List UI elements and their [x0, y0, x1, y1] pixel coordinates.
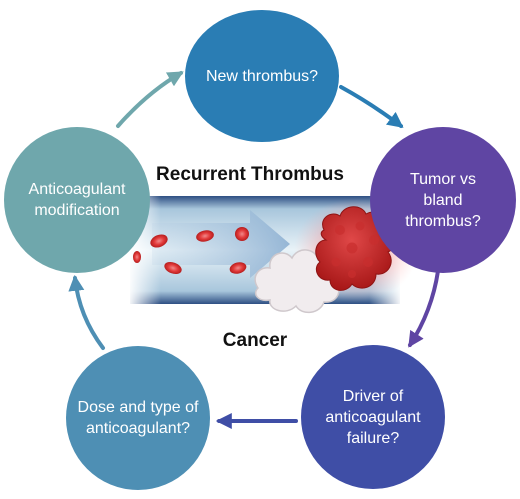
blood-vessel-illustration	[128, 194, 418, 314]
node-label: Tumor vs bland thrombus?	[405, 170, 481, 230]
red-blood-cell-icon	[150, 234, 168, 248]
red-blood-cell-icon	[196, 230, 214, 242]
node-new-thrombus: New thrombus?	[185, 10, 339, 142]
center-subtitle: Cancer	[222, 330, 288, 351]
node-label: Driver of anticoagulant failure?	[325, 387, 421, 447]
node-label: Dose and type of anticoagulant?	[77, 399, 199, 437]
red-blood-cells	[133, 227, 249, 275]
node-driver-of-failure: Driver of anticoagulant failure?	[301, 345, 445, 489]
arrow-top-right	[339, 85, 404, 128]
red-blood-cell-icon	[235, 227, 249, 241]
red-blood-cell-icon	[133, 251, 141, 263]
tumor-texture	[331, 221, 379, 278]
node-anticoagulant-modification: Anticoagulant modification	[4, 127, 150, 273]
node-dose-and-type: Dose and type of anticoagulant?	[66, 346, 210, 490]
red-blood-cell-icon	[164, 261, 182, 275]
arrow-top-left	[116, 71, 184, 128]
red-blood-cell-icon	[229, 262, 247, 274]
center-title: Recurrent Thrombus	[156, 164, 344, 185]
node-tumor-vs-bland: Tumor vs bland thrombus?	[370, 127, 516, 273]
node-label: Anticoagulant modification	[28, 181, 126, 219]
node-label: New thrombus?	[205, 67, 319, 85]
arrow-left	[68, 274, 105, 350]
blood-flow-arrow-icon	[152, 210, 290, 278]
arrow-right	[408, 269, 440, 348]
